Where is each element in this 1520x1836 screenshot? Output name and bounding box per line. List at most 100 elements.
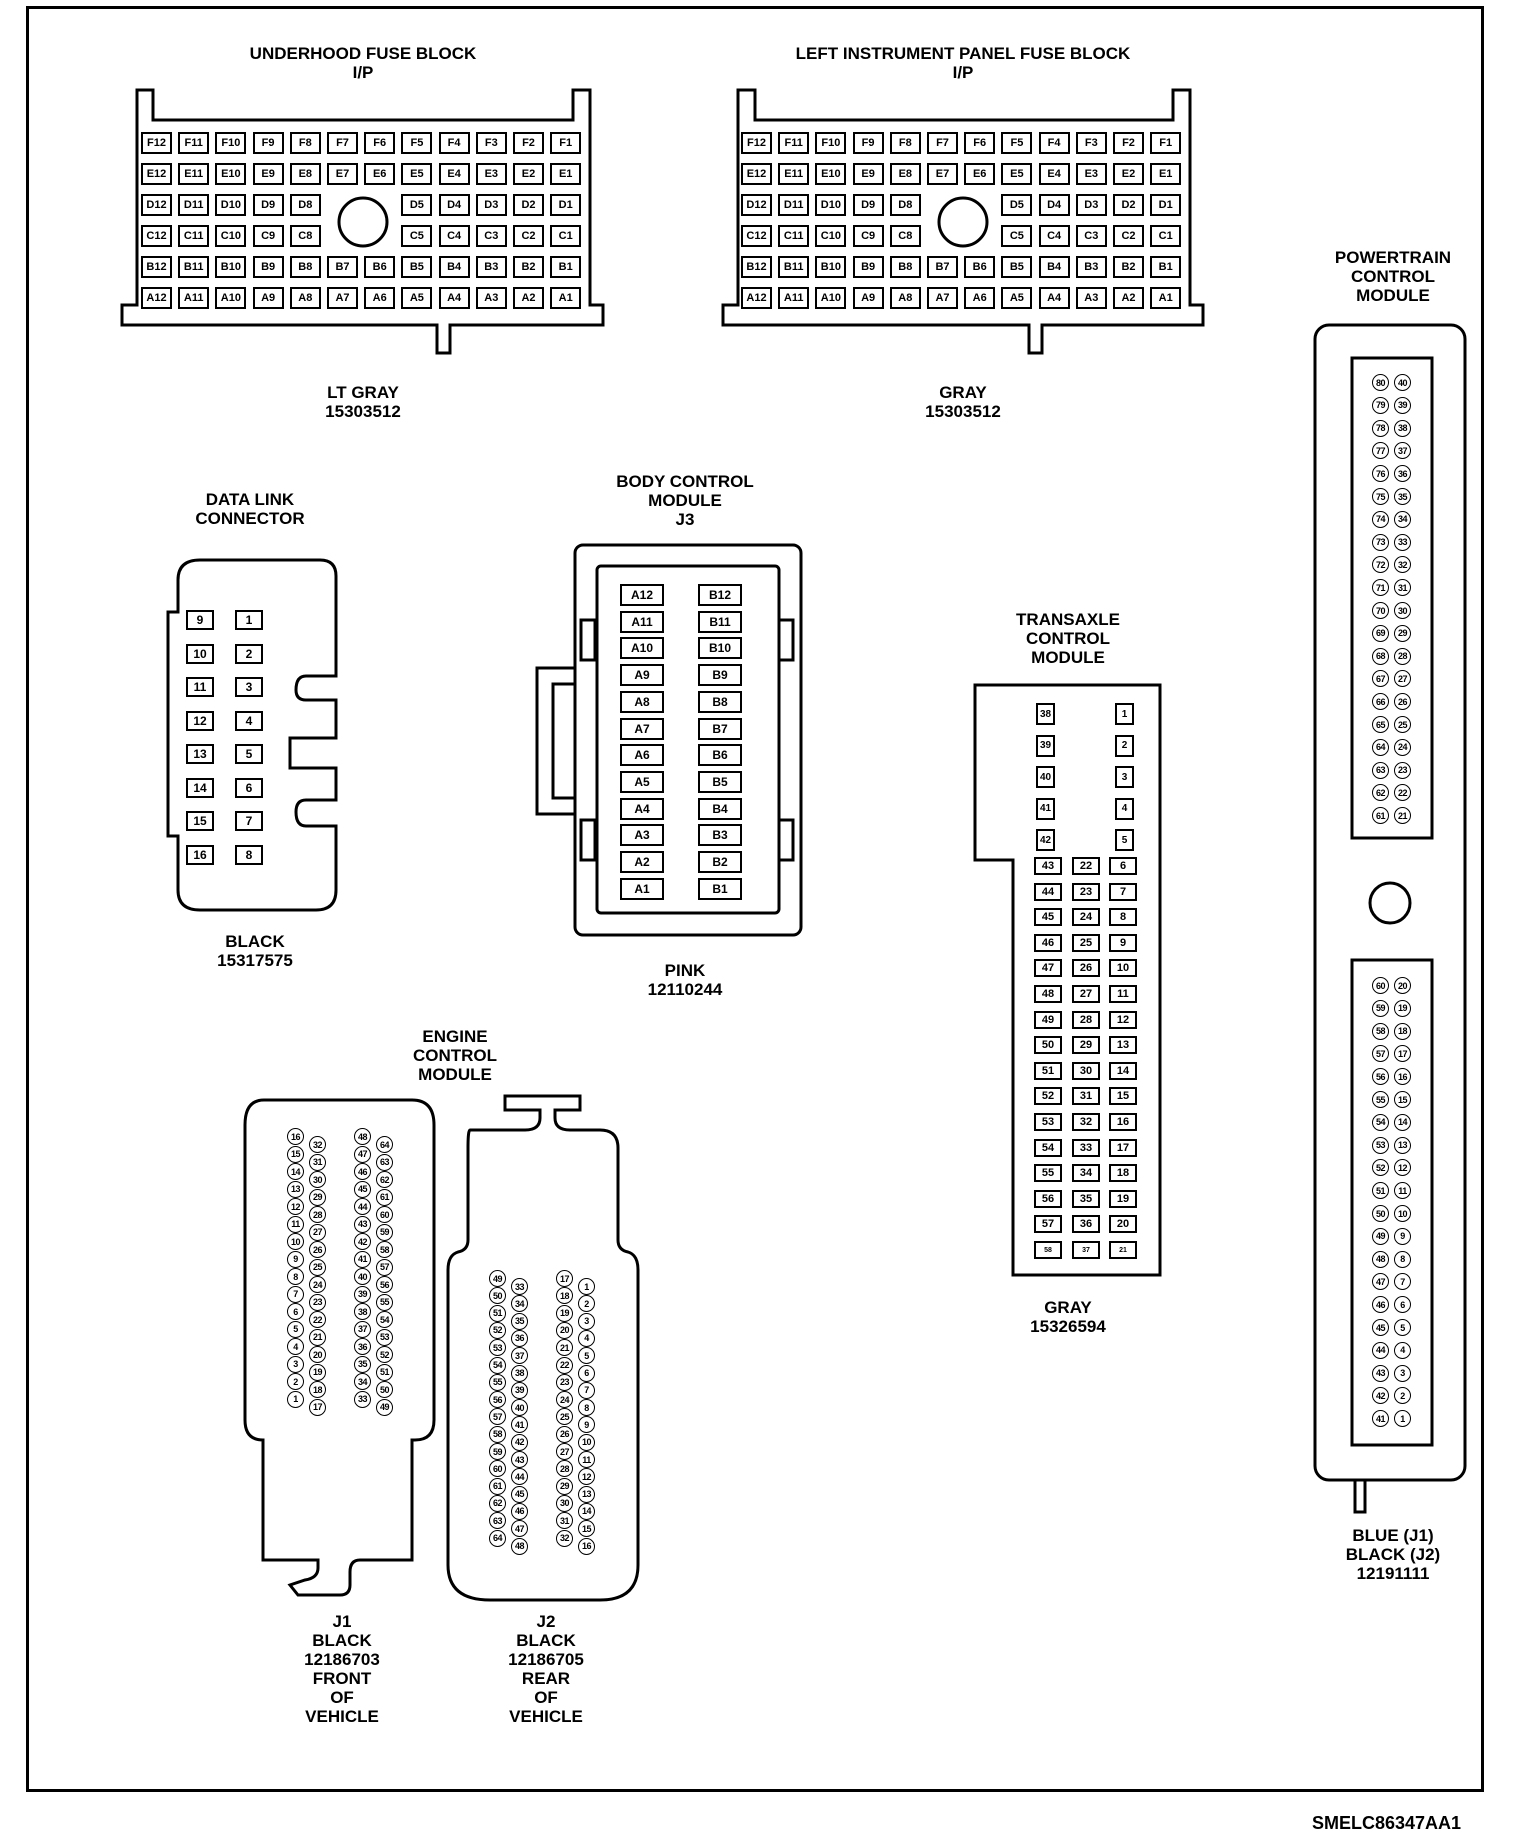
pcm-line-2: BLACK (J2) (1345, 1545, 1441, 1564)
ecm-j2-pin: 26 (556, 1425, 573, 1443)
left-ip-cavity: A8 (889, 287, 921, 309)
tcm-cavity: 13 (1109, 1036, 1137, 1055)
tcm-title-1: TRANSAXLE (1016, 610, 1120, 629)
tcm-cavity: 36 (1072, 1215, 1100, 1234)
pcm-pin: 19 (1394, 999, 1411, 1017)
pcm-pin: 49 (1372, 1227, 1389, 1245)
underhood-cavity: C11 (178, 225, 210, 247)
pcm-pin: 79 (1372, 396, 1389, 414)
ecm-j2-pin: 31 (556, 1512, 573, 1530)
pcm-pin: 7 (1394, 1273, 1411, 1291)
pcm-caption: BLUE (J1) BLACK (J2) 12191111 (1346, 1526, 1440, 1583)
ecm-j2-pin: 38 (511, 1364, 528, 1382)
bcm-cavity: A4 (620, 797, 664, 820)
left-ip-cavity: A6 (964, 287, 996, 309)
underhood-cavity: E10 (215, 163, 247, 185)
ecm-j2-pin: 52 (489, 1321, 506, 1339)
underhood-cavity: B5 (401, 256, 433, 278)
underhood-cavity: D5 (401, 194, 433, 216)
ecm-j2-pin: 44 (511, 1468, 528, 1486)
underhood-cavity: C4 (438, 225, 470, 247)
ecm-j1-pin: 32 (309, 1136, 326, 1153)
dlc-pin: 5 (235, 744, 263, 764)
left-ip-cavity: E9 (852, 163, 884, 185)
tcm-cavity: 22 (1072, 857, 1100, 875)
tcm-cavity: 52 (1034, 1087, 1062, 1106)
underhood-cavity: B2 (513, 256, 544, 278)
bcm-cavity: A12 (620, 584, 664, 606)
pcm-pin: 72 (1372, 556, 1389, 574)
pcm-pin: 14 (1394, 1113, 1411, 1131)
bcm-caption: PINK 12110244 (648, 961, 723, 999)
pcm-center-hole (1368, 881, 1412, 925)
ecm-j2-line-5: OF (534, 1688, 558, 1707)
ecm-j1-pin: 54 (376, 1311, 393, 1328)
dlc-pin: 3 (235, 677, 263, 697)
pcm-pin: 37 (1394, 442, 1411, 460)
underhood-cavity: D3 (475, 194, 507, 216)
ecm-j2-pin: 58 (489, 1425, 506, 1443)
left-ip-cavity: A3 (1075, 287, 1107, 309)
ecm-j1-pin: 64 (376, 1136, 393, 1153)
ecm-j1-pin: 46 (354, 1163, 371, 1180)
left-ip-cavity: C12 (741, 225, 772, 247)
bcm-title-3: J3 (675, 510, 695, 529)
underhood-cavity: F3 (475, 132, 507, 154)
left-ip-cavity: B11 (778, 256, 810, 278)
pcm-pin: 53 (1372, 1136, 1389, 1154)
underhood-cavity: B1 (550, 256, 582, 278)
ecm-j1-pin: 34 (354, 1373, 371, 1390)
underhood-cavity: D12 (141, 194, 172, 216)
pcm-pin: 40 (1394, 374, 1411, 391)
ecm-j1-pin: 20 (309, 1346, 326, 1363)
dlc-pin: 15 (186, 811, 214, 831)
underhood-cavity: C1 (550, 225, 582, 247)
left-ip-cavity: E2 (1113, 163, 1144, 185)
underhood-cavity: F11 (178, 132, 210, 154)
ecm-j2-pin: 57 (489, 1408, 506, 1426)
bcm-cavity: A6 (620, 744, 664, 767)
left-ip-housing (721, 88, 1205, 355)
ecm-j2-pin: 7 (578, 1381, 595, 1399)
left-ip-cavity: F11 (778, 132, 810, 154)
pcm-pin: 50 (1372, 1205, 1389, 1222)
ecm-j2-pin: 43 (511, 1451, 528, 1468)
tcm-cavity: 3 (1115, 766, 1134, 788)
dlc-title-2: CONNECTOR (195, 509, 305, 528)
pcm-housing (1313, 323, 1467, 1482)
pcm-pin: 26 (1394, 693, 1411, 711)
bcm-cavity: A1 (620, 877, 664, 900)
pcm-pin: 2 (1394, 1387, 1411, 1405)
bcm-cavity: A5 (620, 770, 664, 793)
tcm-cavity: 10 (1109, 959, 1137, 978)
ecm-j1-pin: 47 (354, 1145, 371, 1163)
dlc-pin: 4 (235, 710, 263, 731)
pcm-title: POWERTRAIN CONTROL MODULE (1335, 248, 1451, 305)
ecm-j2-pin: 6 (578, 1364, 595, 1382)
tcm-cavity: 30 (1072, 1061, 1100, 1080)
pcm-pin: 31 (1394, 579, 1411, 597)
ecm-title-3: MODULE (418, 1065, 492, 1084)
underhood-cavity: F6 (364, 132, 396, 154)
ecm-j2-pin: 39 (511, 1381, 528, 1399)
underhood-cavity: B11 (178, 256, 210, 278)
ecm-j1-pin: 26 (309, 1241, 326, 1258)
pcm-pin: 33 (1394, 533, 1411, 551)
pcm-line-3: 12191111 (1356, 1564, 1430, 1583)
ecm-j2-pin: 27 (556, 1443, 573, 1460)
pcm-pin: 21 (1394, 807, 1411, 825)
pcm-pin: 80 (1372, 374, 1389, 391)
tcm-cavity: 12 (1109, 1010, 1137, 1029)
ecm-j1-pin: 23 (309, 1293, 326, 1311)
underhood-cavity: A7 (327, 287, 358, 309)
ecm-j2-pin: 35 (511, 1312, 528, 1330)
dlc-pin: 8 (235, 844, 263, 865)
tcm-cavity: 14 (1109, 1061, 1137, 1080)
ecm-j1-pin: 28 (309, 1206, 326, 1223)
underhood-cavity: D11 (178, 194, 210, 216)
bcm-cavity: A3 (620, 824, 664, 847)
ecm-j1-line-5: OF (330, 1688, 354, 1707)
left-ip-cavity: B2 (1113, 256, 1144, 278)
bcm-cavity: B2 (698, 851, 742, 873)
pcm-pin: 39 (1394, 396, 1411, 414)
